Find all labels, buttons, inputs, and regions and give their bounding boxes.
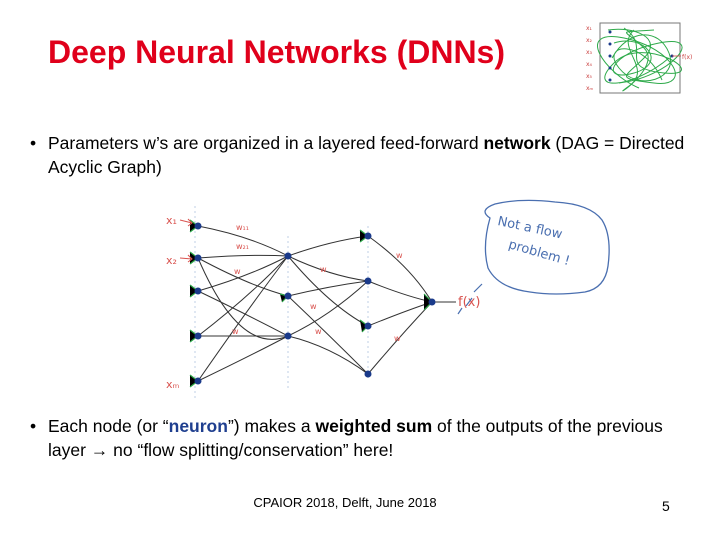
keyword-weighted-sum: weighted sum <box>315 416 433 436</box>
svg-text:w: w <box>396 251 403 260</box>
bullet2-text: of the outputs of the previous layer <box>48 416 663 460</box>
input-node <box>194 222 202 230</box>
hidden-node <box>284 332 292 340</box>
network-nodes <box>194 222 436 385</box>
input-node <box>194 377 202 385</box>
bullet-dot: • <box>30 416 37 436</box>
thumb-input-label: xₘ <box>586 85 594 92</box>
svg-text:w: w <box>320 265 327 274</box>
hidden-node <box>284 252 292 260</box>
page-number: 5 <box>662 498 670 514</box>
input-node <box>194 254 202 262</box>
hidden-node <box>364 322 372 330</box>
input-label-xm: xₘ <box>166 378 180 391</box>
output-node <box>428 298 436 306</box>
input-label-x1: x₁ <box>166 214 177 227</box>
layer-guides <box>194 206 369 401</box>
footer-conference: CPAIOR 2018, Delft, June 2018 <box>253 495 437 510</box>
keyword-network: network <box>483 133 551 153</box>
thought-bubble: Not a flow problem ! <box>457 199 610 315</box>
keyword-neuron: neuron <box>168 416 228 436</box>
input-node <box>194 287 202 295</box>
svg-text:w: w <box>310 302 317 311</box>
thumbnail-network-sketch: x₁ x₂ x₃ x₄ x₅ xₘ f(x) <box>586 22 692 94</box>
input-node <box>194 332 202 340</box>
svg-text:w: w <box>394 334 401 343</box>
svg-text:w₂₁: w₂₁ <box>236 242 249 251</box>
bullet1-text-after: (DAG = Directed Acyclic Graph) <box>48 133 685 177</box>
hidden-node <box>364 277 372 285</box>
hidden-node <box>364 232 372 240</box>
bullet2-text: Each node (or “ <box>48 416 169 436</box>
bullet1-text-before: Parameters w’s are organized in a layere… <box>48 133 484 153</box>
bullet2-text: ”) makes a <box>227 416 316 436</box>
thumb-input-label: x₄ <box>586 61 593 68</box>
bubble-text-line1: Not a flow <box>496 214 564 242</box>
thumb-input-label: x₅ <box>586 73 593 80</box>
input-label-x2: x₂ <box>166 254 177 267</box>
thumb-output-label: f(x) <box>682 54 692 61</box>
slide-title: Deep Neural Networks (DNNs) <box>48 34 505 70</box>
svg-text:w: w <box>234 267 241 276</box>
thumb-frame <box>599 22 681 94</box>
svg-text:w: w <box>232 327 239 336</box>
hidden-node <box>284 292 292 300</box>
bullet-dot: • <box>30 133 37 153</box>
weight-labels: w₁₁ w₂₁ w w w w w w w <box>232 223 403 343</box>
bullet2-text: no “flow splitting/conservation” here! <box>108 440 394 460</box>
svg-text:w₁₁: w₁₁ <box>236 223 249 232</box>
hidden-node <box>364 370 372 378</box>
bubble-text-line2: problem ! <box>507 237 572 269</box>
arrow-icon: → <box>90 440 109 460</box>
thumb-input-label: x₂ <box>586 37 593 44</box>
svg-text:w: w <box>315 327 322 336</box>
thumb-scribble <box>597 27 683 92</box>
thumb-input-label: x₃ <box>586 49 593 56</box>
thumb-input-label: x₁ <box>586 25 593 32</box>
network-edges <box>197 225 456 382</box>
bullet-weighted-sum: • Each node (or “neuron”) makes a weight… <box>30 414 700 462</box>
bullet-network-structure: • Parameters w’s are organized in a laye… <box>30 131 700 179</box>
neural-network-diagram: x₁ x₂ xₘ f(x) w₁₁ w₂₁ w w w w w w w <box>166 199 610 401</box>
